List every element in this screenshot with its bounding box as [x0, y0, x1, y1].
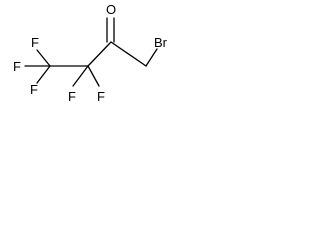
bond-cf2-to-f-bottom-right [87, 65, 100, 87]
bond-cf3-to-f-bottom-left [36, 65, 51, 84]
bond-carbonyl-to-ch2 [110, 41, 147, 67]
bond-ch2-to-br [145, 48, 158, 67]
fluorine-top-left-label: F [31, 35, 39, 50]
fluorine-left-label: F [13, 59, 21, 74]
oxygen-label: O [106, 2, 116, 17]
fluorine-bottom-mid-right-label: F [97, 89, 105, 104]
bond-cf3-to-f-top-left [36, 49, 51, 67]
fluorine-bottom-mid-left-label: F [68, 89, 76, 104]
bond-cf2-to-f-bottom-left [72, 65, 89, 87]
structure-canvas: O Br F F F F F [0, 0, 192, 112]
bond-cf2-to-carbonyl [87, 41, 112, 67]
bromine-label: Br [154, 35, 168, 50]
fluorine-bottom-left-label: F [30, 82, 38, 97]
molecule-diagram: O Br F F F F F [13, 2, 168, 104]
